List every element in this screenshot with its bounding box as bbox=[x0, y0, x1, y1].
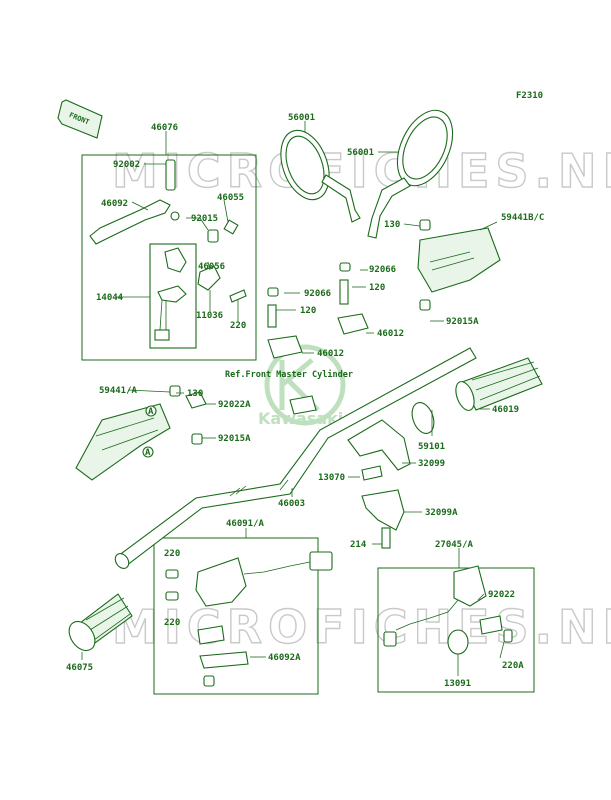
callout-120-right: 120 bbox=[369, 283, 385, 293]
callout-46075: 46075 bbox=[66, 663, 93, 673]
clutch-lever-group bbox=[89, 159, 247, 349]
callout-56001-left: 56001 bbox=[288, 113, 315, 123]
handlebar bbox=[114, 347, 477, 569]
callout-46056: 46056 bbox=[198, 262, 225, 272]
callout-92015: 92015 bbox=[191, 214, 218, 224]
callout-46003: 46003 bbox=[278, 499, 305, 509]
callout-46055: 46055 bbox=[217, 193, 244, 203]
lever-assembly-box bbox=[81, 154, 257, 361]
callout-120-left: 120 bbox=[300, 306, 316, 316]
callout-32099: 32099 bbox=[418, 459, 445, 469]
callout-92066-right: 92066 bbox=[369, 265, 396, 275]
starter-switch-box bbox=[377, 567, 535, 693]
right-switch-housing bbox=[417, 219, 501, 311]
callout-32099a: 32099A bbox=[425, 508, 458, 518]
left-switch-housing bbox=[75, 385, 207, 481]
mirror-right bbox=[367, 109, 454, 239]
mirror-left bbox=[280, 129, 361, 223]
callout-46091a: 46091/A bbox=[226, 519, 265, 529]
front-arrow-icon: FRONT bbox=[57, 99, 103, 139]
callout-56001-right: 56001 bbox=[347, 148, 374, 158]
callout-27045a: 27045/A bbox=[435, 540, 474, 550]
callout-46012-right: 46012 bbox=[377, 329, 404, 339]
callout-46012-left: 46012 bbox=[317, 349, 344, 359]
callout-46076: 46076 bbox=[151, 123, 178, 133]
reference-marker-a2: A bbox=[142, 446, 154, 458]
callout-92015a-right: 92015A bbox=[446, 317, 479, 327]
leader-lines bbox=[81, 121, 505, 676]
callout-214: 214 bbox=[350, 540, 367, 550]
starter-switch-assembly bbox=[383, 565, 513, 655]
switch-assembly-box bbox=[153, 537, 319, 695]
callout-46092: 46092 bbox=[101, 199, 128, 209]
callout-13091: 13091 bbox=[444, 679, 471, 689]
callout-46092a: 46092A bbox=[268, 653, 301, 663]
watermark-top: MICROFICHES.NET bbox=[112, 144, 611, 198]
callout-92066-left: 92066 bbox=[304, 289, 331, 299]
callout-labels: 46076 92002 46092 46055 92015 46056 1404… bbox=[66, 113, 544, 689]
reference-marker-a1: A bbox=[145, 405, 157, 417]
throttle-housing bbox=[347, 402, 435, 549]
callout-220-switch-top: 220 bbox=[164, 549, 180, 559]
callout-59441bc: 59441B/C bbox=[501, 213, 544, 223]
svg-text:Kawasaki: Kawasaki bbox=[258, 409, 343, 428]
svg-text:A: A bbox=[148, 407, 154, 417]
callout-92022: 92022 bbox=[488, 590, 515, 600]
callout-130-right: 130 bbox=[384, 220, 400, 230]
svg-text:A: A bbox=[145, 448, 151, 458]
fasteners-center bbox=[267, 262, 369, 415]
left-switch-assembly bbox=[165, 551, 333, 687]
callout-220a: 220A bbox=[502, 661, 524, 671]
callout-92022a: 92022A bbox=[218, 400, 251, 410]
callout-59101: 59101 bbox=[418, 442, 445, 452]
callout-92015a-left: 92015A bbox=[218, 434, 251, 444]
figure-code: F2310 bbox=[516, 91, 543, 101]
callout-46019: 46019 bbox=[492, 405, 519, 415]
callout-220-switch-bottom: 220 bbox=[164, 618, 180, 628]
watermark-bottom: MICROFICHES.NET bbox=[112, 600, 611, 654]
callout-92002: 92002 bbox=[113, 160, 140, 170]
callout-59441a: 59441/A bbox=[99, 386, 138, 396]
callout-220: 220 bbox=[230, 321, 246, 331]
throttle-grip bbox=[455, 357, 543, 411]
left-grip bbox=[68, 593, 133, 652]
kawasaki-logo: Kawasaki bbox=[258, 344, 346, 428]
callout-11036: 11036 bbox=[196, 311, 223, 321]
callout-14044: 14044 bbox=[96, 293, 124, 303]
callout-130-left: 130 bbox=[187, 389, 203, 399]
callout-13070: 13070 bbox=[318, 473, 345, 483]
reference-note: Ref.Front Master Cylinder bbox=[225, 369, 353, 380]
